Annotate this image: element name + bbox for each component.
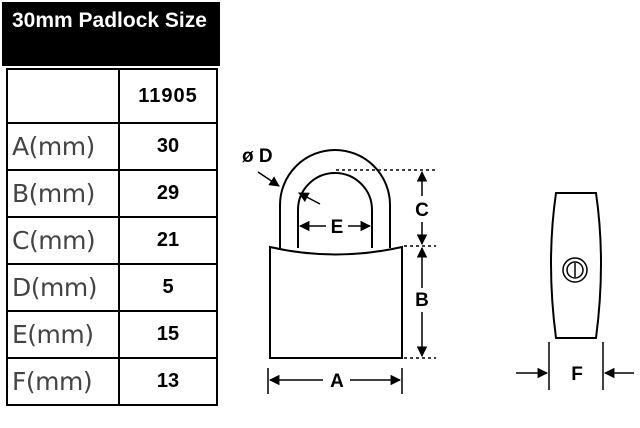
padlock-side-view <box>550 192 602 339</box>
label-e: E <box>331 217 344 238</box>
keyhole-icon <box>562 257 588 283</box>
row-label-d: D(mm) <box>6 263 120 312</box>
padlock-body <box>269 245 403 359</box>
title-banner: 30mm Padlock Size <box>2 2 220 66</box>
row-label-a: A(mm) <box>6 122 120 171</box>
row-value-f: 13 <box>118 357 218 406</box>
label-b: B <box>415 290 429 311</box>
table-row: B(mm) 29 <box>6 169 218 218</box>
table-row: D(mm) 5 <box>6 263 218 312</box>
row-value-e: 15 <box>118 310 218 359</box>
model-number-cell: 11905 <box>118 68 218 124</box>
row-value-d: 5 <box>118 263 218 312</box>
row-value-c: 21 <box>118 216 218 265</box>
row-value-b: 29 <box>118 169 218 218</box>
dimension-d <box>257 171 321 205</box>
row-label-f: F(mm) <box>6 357 120 406</box>
row-label-b: B(mm) <box>6 169 120 218</box>
title-text: 30mm Padlock Size <box>12 9 207 32</box>
label-diameter-d: ø D <box>242 146 273 167</box>
header-empty-cell <box>6 68 120 124</box>
label-f: F <box>571 364 583 385</box>
table-row: F(mm) 13 <box>6 357 218 406</box>
row-value-a: 30 <box>118 122 218 171</box>
table-row: A(mm) 30 <box>6 122 218 171</box>
dimension-a <box>267 368 403 394</box>
table-row: C(mm) 21 <box>6 216 218 265</box>
dimension-f <box>516 342 634 390</box>
table-row: E(mm) 15 <box>6 310 218 359</box>
label-a: A <box>330 371 344 392</box>
row-label-c: C(mm) <box>6 216 120 265</box>
label-c: C <box>415 200 429 221</box>
table-header-row: 11905 <box>6 68 218 124</box>
dimension-c-b <box>336 169 436 359</box>
row-label-e: E(mm) <box>6 310 120 359</box>
size-table: 11905 A(mm) 30 B(mm) 29 C(mm) 21 D(mm) 5… <box>6 68 218 406</box>
